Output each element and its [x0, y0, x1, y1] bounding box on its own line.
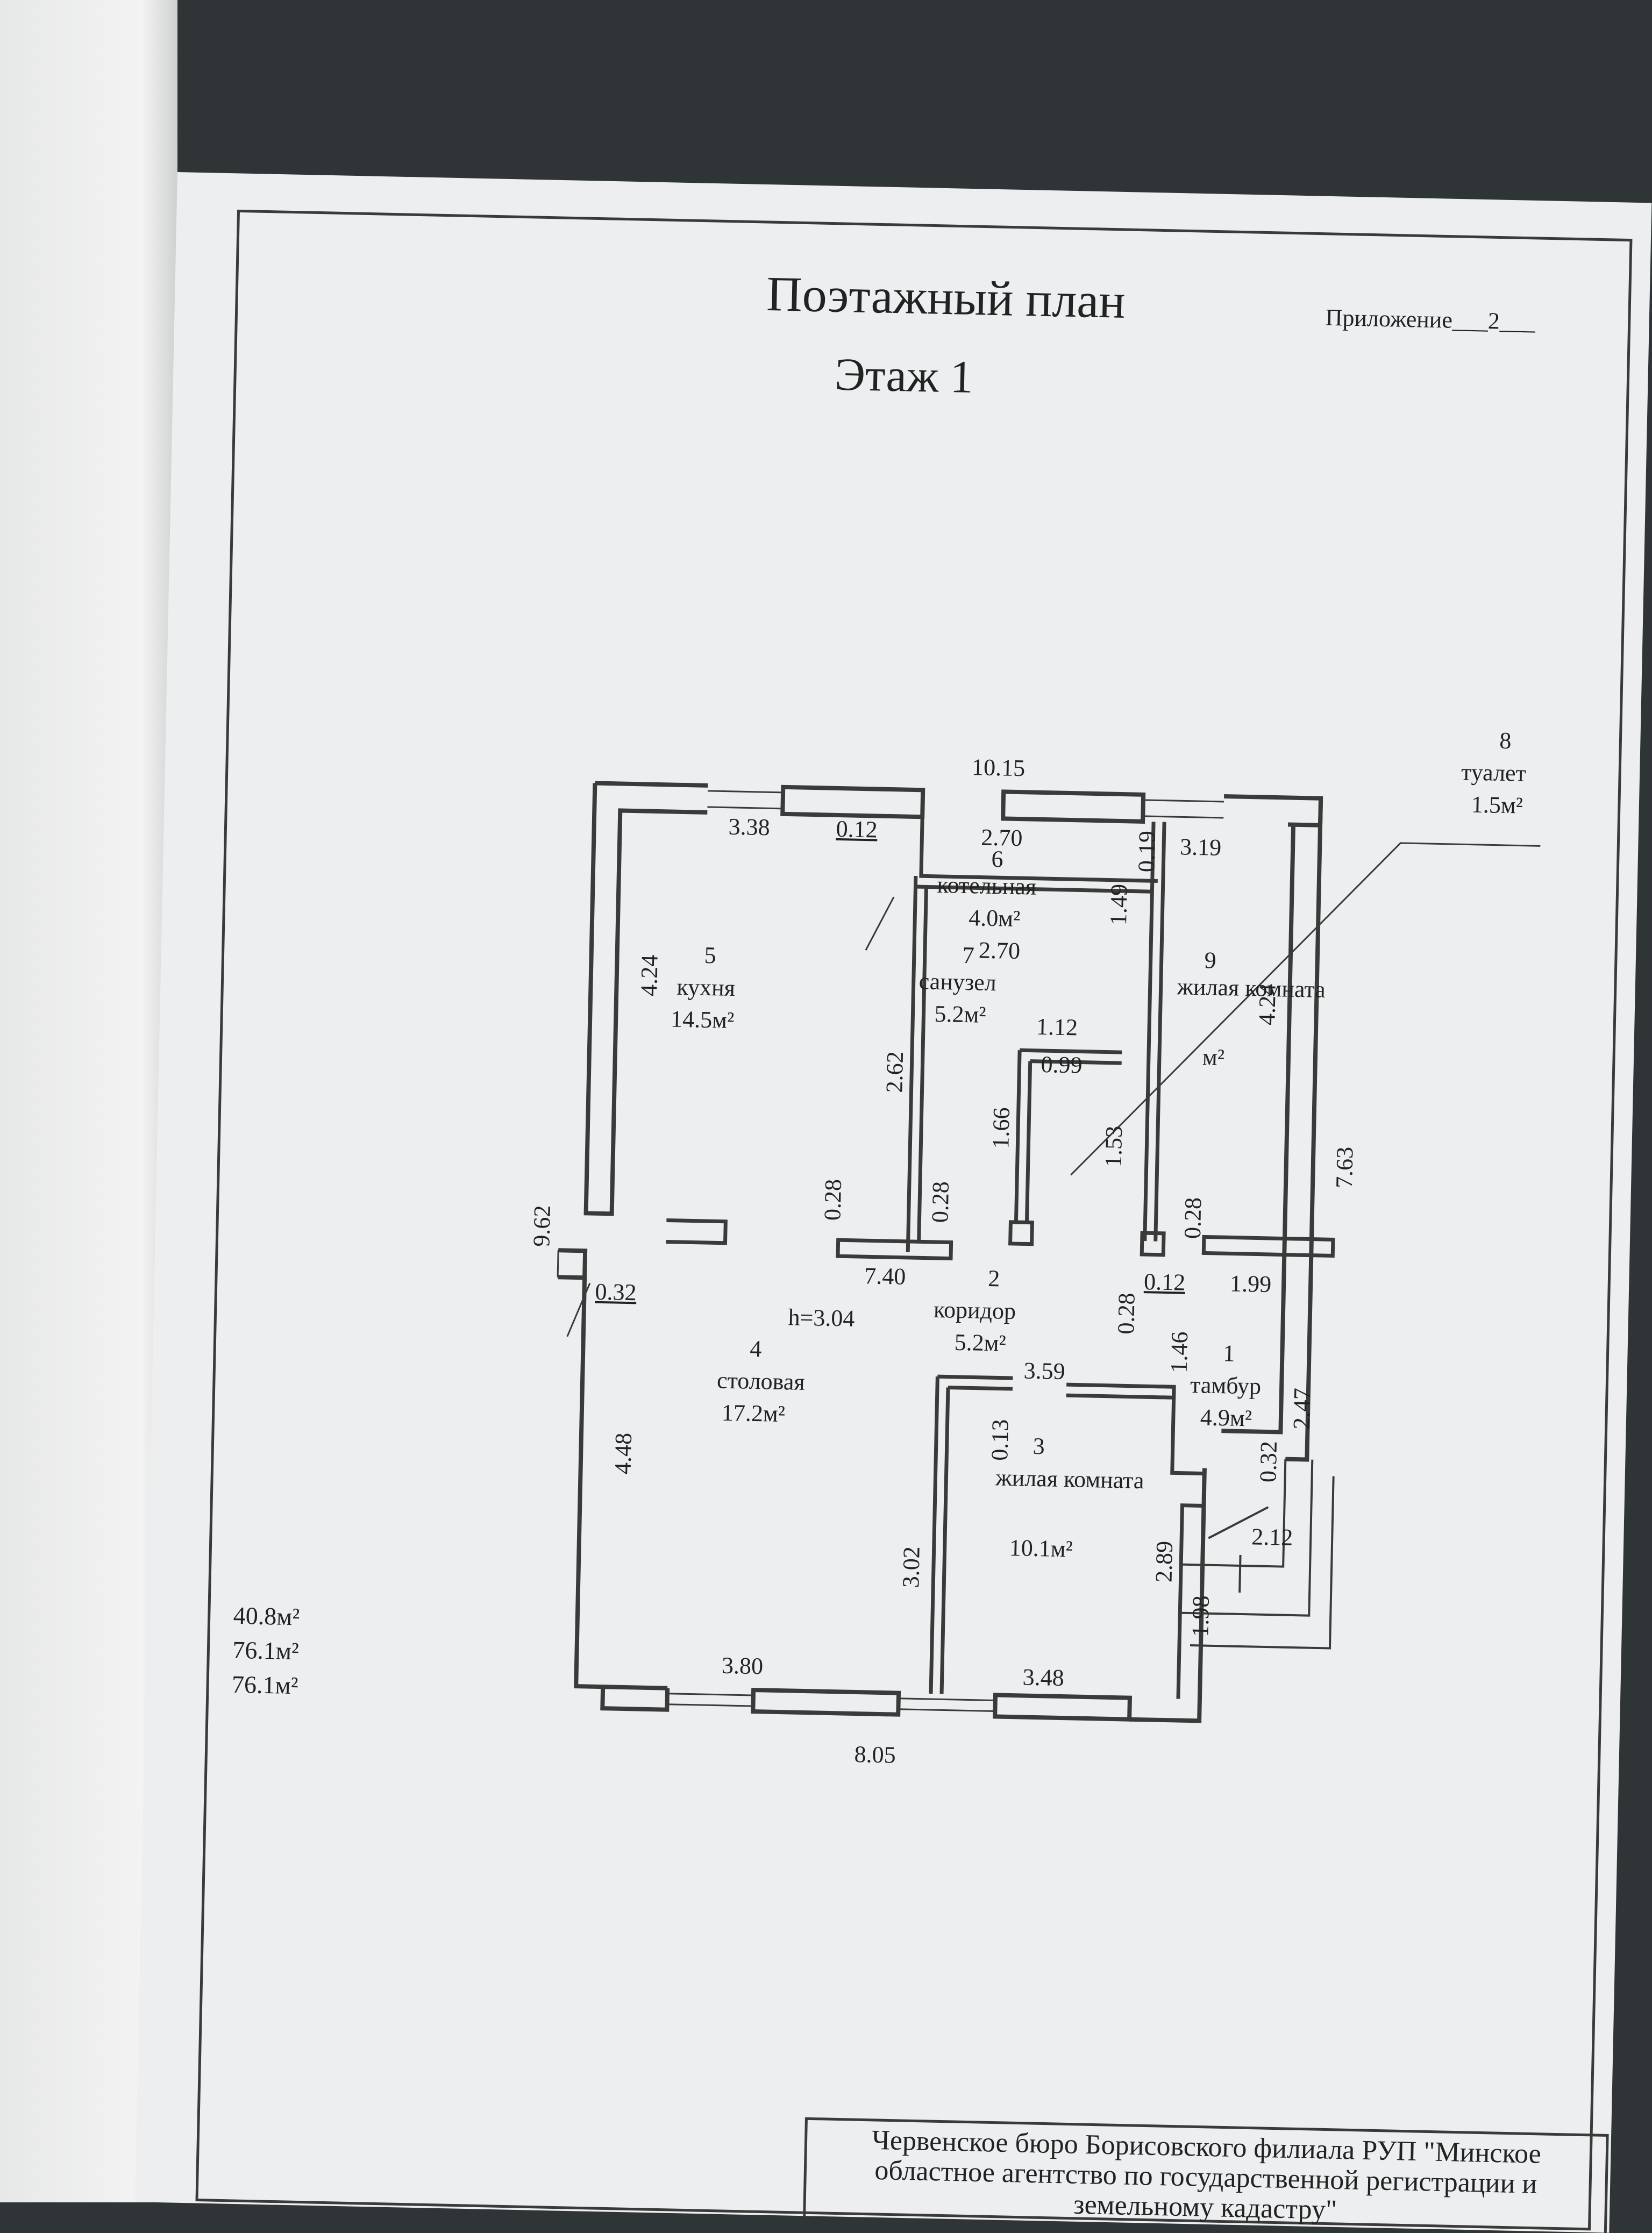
- floor-plan-drawing: [195, 209, 1633, 2233]
- dim-348: 3.48: [1022, 1664, 1065, 1692]
- dim-032b: 0.32: [595, 1278, 637, 1306]
- total-1: 40.8м²: [233, 1601, 300, 1631]
- dim-262: 2.62: [881, 1051, 909, 1093]
- dim-302: 3.02: [898, 1546, 925, 1588]
- dim-top: 10.15: [971, 754, 1026, 782]
- room-2-area: 5.2м²: [954, 1329, 1007, 1357]
- dim-146: 1.46: [1165, 1331, 1193, 1374]
- page-title: Поэтажный план: [766, 266, 1126, 329]
- room-3-area: 10.1м²: [1009, 1534, 1073, 1563]
- dim-424a: 4.24: [636, 954, 663, 997]
- room-2-num: 2: [987, 1265, 1000, 1292]
- leader-lines: [566, 842, 1541, 1337]
- dim-319: 3.19: [1179, 833, 1222, 861]
- footer-stamp-text: Червенское бюро Борисовского филиала РУП…: [802, 2124, 1610, 2231]
- room-3-name: жилая комната: [995, 1464, 1144, 1494]
- room-8-area: 1.5м²: [1471, 791, 1523, 819]
- dim-right: 7.63: [1330, 1146, 1358, 1189]
- dim-left: 9.62: [528, 1205, 556, 1247]
- room-9-area: м²: [1202, 1044, 1225, 1071]
- room-7-num: 7: [962, 941, 975, 969]
- windows: [557, 790, 1224, 1712]
- dim-740: 7.40: [864, 1262, 906, 1290]
- dim-012b: 0.12: [1143, 1268, 1186, 1296]
- plan-sheet: Поэтажный план Этаж 1 Приложение___2___ …: [134, 172, 1652, 2233]
- interior-walls: [666, 817, 1335, 1699]
- room-6-area: 4.0м²: [968, 904, 1021, 932]
- dim-289: 2.89: [1150, 1540, 1178, 1583]
- room-1-num: 1: [1222, 1340, 1235, 1367]
- room-7-name: санузел: [918, 968, 997, 996]
- dim-019: 0.19: [1133, 830, 1160, 873]
- outer-walls: [558, 781, 1323, 1723]
- total-3: 76.1м²: [231, 1670, 299, 1700]
- dim-013: 0.13: [986, 1419, 1014, 1461]
- dim-270a: 2.70: [980, 824, 1023, 852]
- dim-199: 1.99: [1229, 1270, 1272, 1298]
- room-5-num: 5: [704, 941, 717, 969]
- room-4-num: 4: [749, 1335, 762, 1362]
- room-4-name: столовая: [716, 1367, 806, 1395]
- room-2-name: коридор: [933, 1296, 1016, 1325]
- dim-270b: 2.70: [978, 937, 1021, 965]
- ceiling-height: h=3.04: [788, 1304, 855, 1332]
- dim-112: 1.12: [1036, 1013, 1078, 1041]
- room-4-area: 17.2м²: [721, 1399, 786, 1428]
- room-9-name: жилая комната: [1177, 973, 1326, 1003]
- room-1-name: тамбур: [1190, 1371, 1262, 1400]
- room-5-name: кухня: [676, 973, 736, 1002]
- dim-359: 3.59: [1023, 1357, 1066, 1385]
- dim-424b: 4.24: [1254, 983, 1281, 1026]
- dim-028b: 0.28: [927, 1181, 954, 1223]
- dim-099: 0.99: [1041, 1051, 1083, 1079]
- dim-bottom: 8.05: [854, 1741, 896, 1768]
- dim-448: 4.48: [609, 1432, 637, 1475]
- entrance-lines: [1180, 1459, 1335, 1650]
- footer-stamp-box: [802, 2117, 1609, 2233]
- sheet-border: [195, 209, 1633, 2231]
- dim-028c: 0.28: [1113, 1292, 1140, 1335]
- dim-247: 2.47: [1288, 1387, 1316, 1430]
- dim-153: 1.53: [1100, 1125, 1128, 1168]
- area-totals: 40.8м² 76.1м² 76.1м²: [231, 1599, 300, 1703]
- dim-166: 1.66: [987, 1107, 1015, 1149]
- dim-198: 1.98: [1187, 1595, 1214, 1637]
- dim-032a: 0.32: [1255, 1440, 1283, 1483]
- dim-149: 1.49: [1105, 883, 1133, 926]
- room-8-name: туалет: [1461, 759, 1527, 787]
- dim-338: 3.38: [728, 813, 771, 841]
- appendix-label: Приложение___2___: [1325, 304, 1536, 335]
- room-1-area: 4.9м²: [1200, 1404, 1252, 1432]
- room-9-num: 9: [1204, 947, 1217, 974]
- dim-212: 2.12: [1251, 1523, 1293, 1551]
- dim-028d: 0.28: [1179, 1197, 1207, 1239]
- dim-028a: 0.28: [819, 1179, 847, 1221]
- dim-380: 3.80: [721, 1652, 764, 1680]
- room-7-area: 5.2м²: [934, 1000, 987, 1028]
- dim-012a: 0.12: [836, 815, 878, 843]
- floor-label: Этаж 1: [834, 348, 974, 403]
- room-5-area: 14.5м²: [670, 1005, 735, 1034]
- room-8-num: 8: [1499, 727, 1512, 754]
- room-3-num: 3: [1032, 1432, 1045, 1460]
- total-2: 76.1м²: [232, 1636, 300, 1665]
- room-6-name: котельная: [937, 871, 1037, 900]
